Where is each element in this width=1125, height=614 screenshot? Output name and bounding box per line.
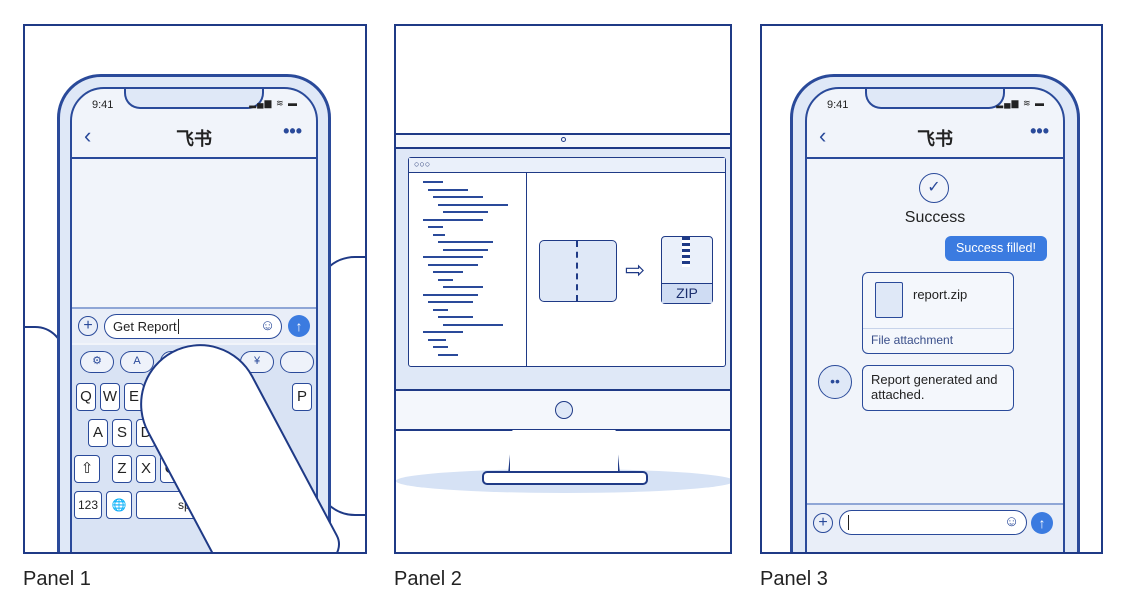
code-line xyxy=(423,331,463,333)
panel-1-label: Panel 1 xyxy=(23,568,91,590)
chat-title: 飞书 xyxy=(176,129,212,149)
send-button[interactable]: ↑ xyxy=(288,315,310,337)
key-p[interactable]: P xyxy=(292,383,312,411)
monitor-stand xyxy=(508,430,620,474)
notch xyxy=(124,89,264,109)
keyboard-toolbar-button[interactable] xyxy=(280,351,314,373)
shift-key[interactable]: ⇧ xyxy=(74,455,100,483)
status-time: 9:41 xyxy=(92,99,114,111)
key-w[interactable]: W xyxy=(100,383,120,411)
code-line xyxy=(433,271,463,273)
more-icon[interactable]: ••• xyxy=(1030,121,1049,141)
input-row: + ☺ ↑ xyxy=(807,503,1063,552)
zip-label: ZIP xyxy=(662,283,712,303)
bot-message-bubble: Report generated and attached. xyxy=(862,365,1014,411)
panel-2: ○○○ ⇨ ZIP xyxy=(394,24,732,554)
send-button[interactable]: ↑ xyxy=(1031,512,1053,534)
panel-2-label: Panel 2 xyxy=(394,568,462,590)
back-icon[interactable]: ‹ xyxy=(84,123,92,148)
code-line xyxy=(443,323,503,326)
window-titlebar: ○○○ xyxy=(409,158,725,173)
code-line xyxy=(438,241,493,243)
keyboard-toolbar-button[interactable]: A xyxy=(120,351,154,373)
code-line xyxy=(443,211,488,213)
code-line xyxy=(438,278,453,281)
phone-screen: 9:41 ▂▄▆ ≋ ▬ ‹ 飞书 ••• ✓ Success Success … xyxy=(805,87,1065,552)
power-button xyxy=(555,401,573,419)
chat-header: ‹ 飞书 ••• xyxy=(807,117,1063,159)
key-a[interactable]: A xyxy=(88,419,108,447)
sent-message-bubble: Success filled! xyxy=(945,236,1047,261)
chat-header: ‹ 飞书 ••• xyxy=(72,117,316,159)
status-time: 9:41 xyxy=(827,99,849,111)
code-line xyxy=(438,353,458,356)
file-attachment-card[interactable]: report.zip File attachment xyxy=(862,272,1014,354)
phone: 9:41 ▂▄▆ ≋ ▬ ‹ 飞书 ••• ✓ Success Success … xyxy=(790,74,1080,552)
code-line xyxy=(443,248,488,251)
code-line xyxy=(433,233,445,236)
zip-file-icon xyxy=(875,282,903,318)
code-line xyxy=(423,256,483,258)
code-line xyxy=(428,301,473,303)
globe-icon[interactable]: 🌐 xyxy=(106,491,132,519)
message-input[interactable]: Get Report xyxy=(104,314,282,339)
code-line xyxy=(433,308,448,311)
keyboard-toolbar-button[interactable]: ⚙ xyxy=(80,351,114,373)
input-row: + Get Report ☺ ↑ xyxy=(72,307,316,343)
code-editor xyxy=(409,173,527,366)
panel-3: 9:41 ▂▄▆ ≋ ▬ ‹ 飞书 ••• ✓ Success Success … xyxy=(760,24,1103,554)
status-icons: ▂▄▆ ≋ ▬ xyxy=(996,98,1045,108)
zip-file-icon: ZIP xyxy=(661,236,713,304)
zipped-folder-icon xyxy=(539,240,617,302)
emoji-icon[interactable]: ☺ xyxy=(1004,513,1020,530)
status-icons: ▂▄▆ ≋ ▬ xyxy=(249,98,298,108)
code-line xyxy=(433,196,483,198)
success-title: Success xyxy=(904,209,966,226)
key-123[interactable]: 123 xyxy=(74,491,102,519)
code-line xyxy=(423,218,483,221)
bot-avatar-icon: •• xyxy=(818,365,852,399)
monitor-base xyxy=(482,471,648,485)
chat-title: 飞书 xyxy=(917,129,953,149)
code-line xyxy=(428,226,443,228)
code-line xyxy=(423,181,443,183)
file-caption: File attachment xyxy=(871,333,954,347)
back-icon[interactable]: ‹ xyxy=(819,123,827,148)
message-input[interactable] xyxy=(839,510,1027,535)
camera xyxy=(561,137,566,142)
panel-3-label: Panel 3 xyxy=(760,568,828,590)
key-z[interactable]: Z xyxy=(112,455,132,483)
code-line xyxy=(428,338,446,341)
notch xyxy=(865,89,1005,109)
code-line xyxy=(438,203,508,206)
file-name: report.zip xyxy=(913,287,968,302)
check-circle-icon: ✓ xyxy=(919,173,949,203)
code-line xyxy=(428,263,478,266)
add-icon[interactable]: + xyxy=(813,513,833,533)
code-line xyxy=(423,293,478,296)
window-controls[interactable]: ○○○ xyxy=(414,159,431,169)
code-line xyxy=(433,346,448,348)
add-icon[interactable]: + xyxy=(78,316,98,336)
code-line xyxy=(438,316,473,318)
key-s[interactable]: S xyxy=(112,419,132,447)
emoji-icon[interactable]: ☺ xyxy=(260,317,276,334)
more-icon[interactable]: ••• xyxy=(283,121,302,141)
message-input-value: Get Report xyxy=(113,319,177,334)
key-q[interactable]: Q xyxy=(76,383,96,411)
key-x[interactable]: X xyxy=(136,455,156,483)
app-window: ○○○ ⇨ ZIP xyxy=(408,157,726,367)
code-line xyxy=(428,188,468,191)
code-line xyxy=(443,286,483,288)
arrow-right-icon: ⇨ xyxy=(625,257,646,284)
panel-1: 9:41 ▂▄▆ ≋ ▬ ‹ 飞书 ••• + Get Report ☺ ↑ ⚙… xyxy=(23,24,367,554)
